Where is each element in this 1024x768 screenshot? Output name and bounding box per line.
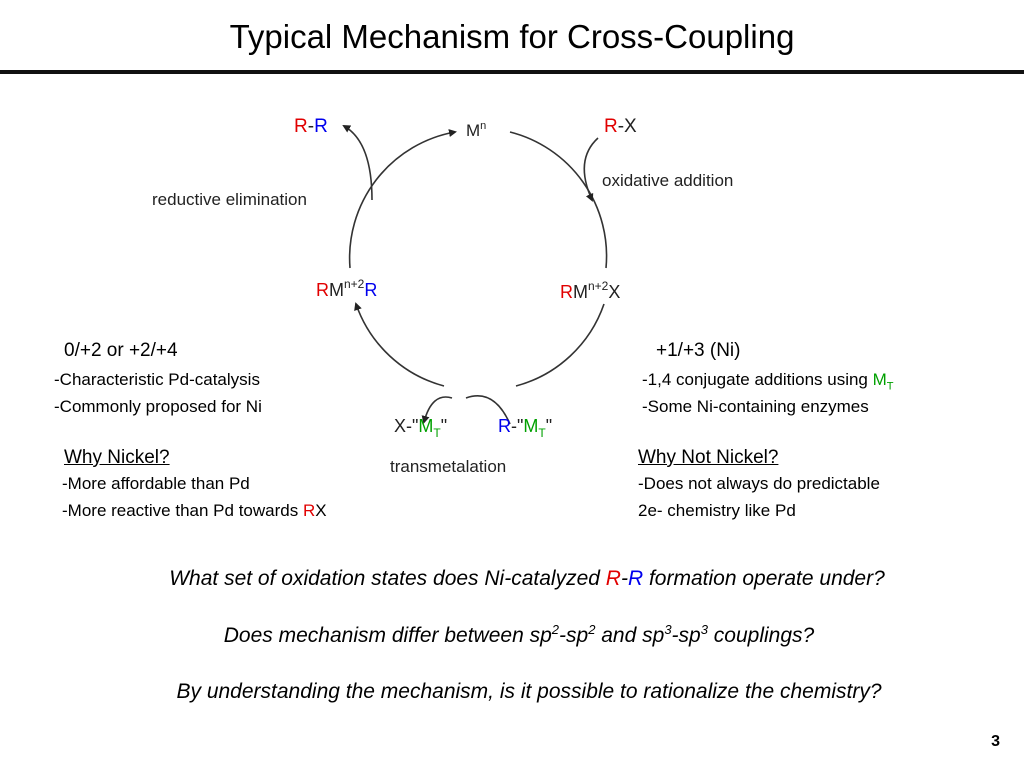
- reductive-elimination-label: reductive elimination: [152, 190, 307, 209]
- page-number: 3: [991, 733, 1000, 750]
- question-3: By understanding the mechanism, is it po…: [176, 680, 882, 703]
- slide-title: Typical Mechanism for Cross-Coupling: [229, 18, 795, 55]
- left-line-1: -Characteristic Pd-catalysis: [54, 370, 260, 389]
- why-not-nickel-line-1: -Does not always do predictable: [638, 474, 880, 493]
- question-2: Does mechanism differ between sp2-sp2 an…: [223, 622, 815, 647]
- transmetalation-label: transmetalation: [390, 457, 506, 476]
- catalytic-cycle-diagram: Mn R-R R-X reductive elimination oxidati…: [152, 116, 733, 476]
- why-nickel-line-1: -More affordable than Pd: [62, 474, 250, 493]
- title-divider: [0, 70, 1024, 74]
- left-line-2: -Commonly proposed for Ni: [54, 397, 262, 416]
- cycle-arc-bottom-left: [354, 302, 445, 387]
- cycle-arc-top-left: [348, 129, 457, 269]
- substrate-label: R-X: [604, 116, 637, 137]
- x-mt-label: X-"MT": [394, 416, 447, 440]
- why-nickel-line-2: -More reactive than Pd towards RX: [62, 501, 327, 520]
- oxidative-addition-label: oxidative addition: [602, 171, 733, 190]
- transmetalation-arrow-out: [421, 396, 453, 424]
- r-mt-label: R-"MT": [498, 416, 552, 440]
- right-line-2: -Some Ni-containing enzymes: [642, 397, 869, 416]
- question-1: What set of oxidation states does Ni-cat…: [169, 567, 885, 590]
- right-line-1: -1,4 conjugate additions using MT: [642, 370, 894, 393]
- why-not-nickel-heading: Why Not Nickel?: [638, 447, 779, 468]
- cycle-arc-bottom-right: [515, 303, 605, 387]
- oxidative-addition-arrow: [583, 137, 599, 202]
- why-not-nickel-line-2: 2e- chemistry like Pd: [638, 501, 796, 520]
- right-oxidation-heading: +1/+3 (Ni): [656, 340, 741, 361]
- diorganometal-complex-label: RMn+2R: [316, 277, 377, 300]
- product-label: R-R: [294, 116, 328, 137]
- left-oxidation-heading: 0/+2 or +2/+4: [64, 340, 178, 361]
- why-nickel-heading: Why Nickel?: [64, 447, 170, 468]
- oxidative-complex-label: RMn+2X: [560, 279, 620, 302]
- cycle-arc-top-right: [509, 131, 608, 269]
- transmetalation-arrow-in: [465, 395, 511, 425]
- reductive-elimination-arrow: [342, 125, 373, 201]
- metal-center-label: Mn: [466, 120, 486, 140]
